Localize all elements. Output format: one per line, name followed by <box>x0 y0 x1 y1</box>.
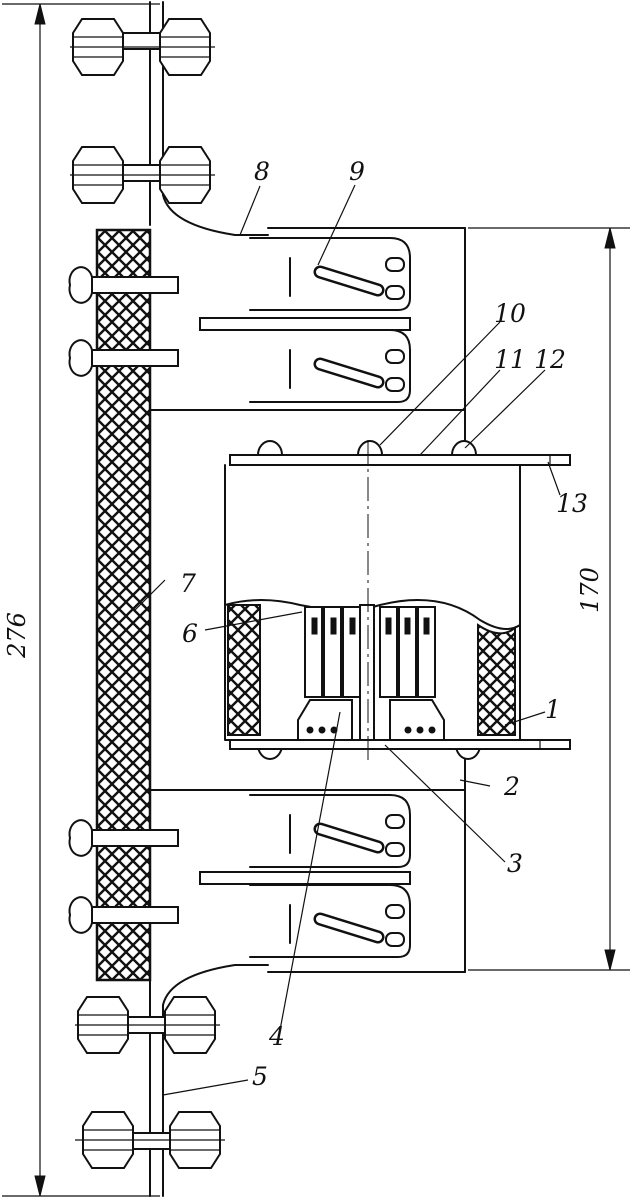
label-7: 7 <box>180 569 196 598</box>
overall-dimension: 276 <box>2 3 160 1197</box>
label-9: 9 <box>349 157 365 186</box>
fixed-contacts <box>297 604 445 741</box>
lower-contact-bracket <box>149 744 466 973</box>
top-plate <box>229 454 571 466</box>
terminal-bolt-4 <box>75 1111 225 1169</box>
label-10: 10 <box>494 299 526 328</box>
upper-contact-bracket <box>149 227 466 461</box>
label-4: 4 <box>268 1022 285 1051</box>
part-labels: 8 9 10 11 12 13 7 6 1 2 3 4 5 <box>180 157 588 1091</box>
terminal-bolt-2 <box>70 146 215 204</box>
label-1: 1 <box>545 695 561 724</box>
label-13: 13 <box>556 489 588 518</box>
leader-lines <box>134 184 561 1096</box>
base-plate <box>229 739 571 750</box>
label-11: 11 <box>494 345 526 374</box>
label-5: 5 <box>252 1062 268 1091</box>
label-6: 6 <box>182 619 198 648</box>
contact-dimension: 170 <box>468 227 630 971</box>
label-3: 3 <box>507 849 523 878</box>
contact-dimension-label: 170 <box>576 567 604 613</box>
insulating-panel <box>95 228 152 982</box>
label-2: 2 <box>503 772 520 801</box>
overall-dimension-label: 276 <box>3 612 31 659</box>
arc-chute <box>224 464 521 741</box>
panel-screws <box>68 266 179 934</box>
terminal-bolt-3 <box>75 996 220 1054</box>
terminal-bolt-1 <box>70 18 215 76</box>
label-12: 12 <box>534 345 566 374</box>
arc-grid-plates <box>304 606 436 698</box>
label-8: 8 <box>254 157 270 186</box>
